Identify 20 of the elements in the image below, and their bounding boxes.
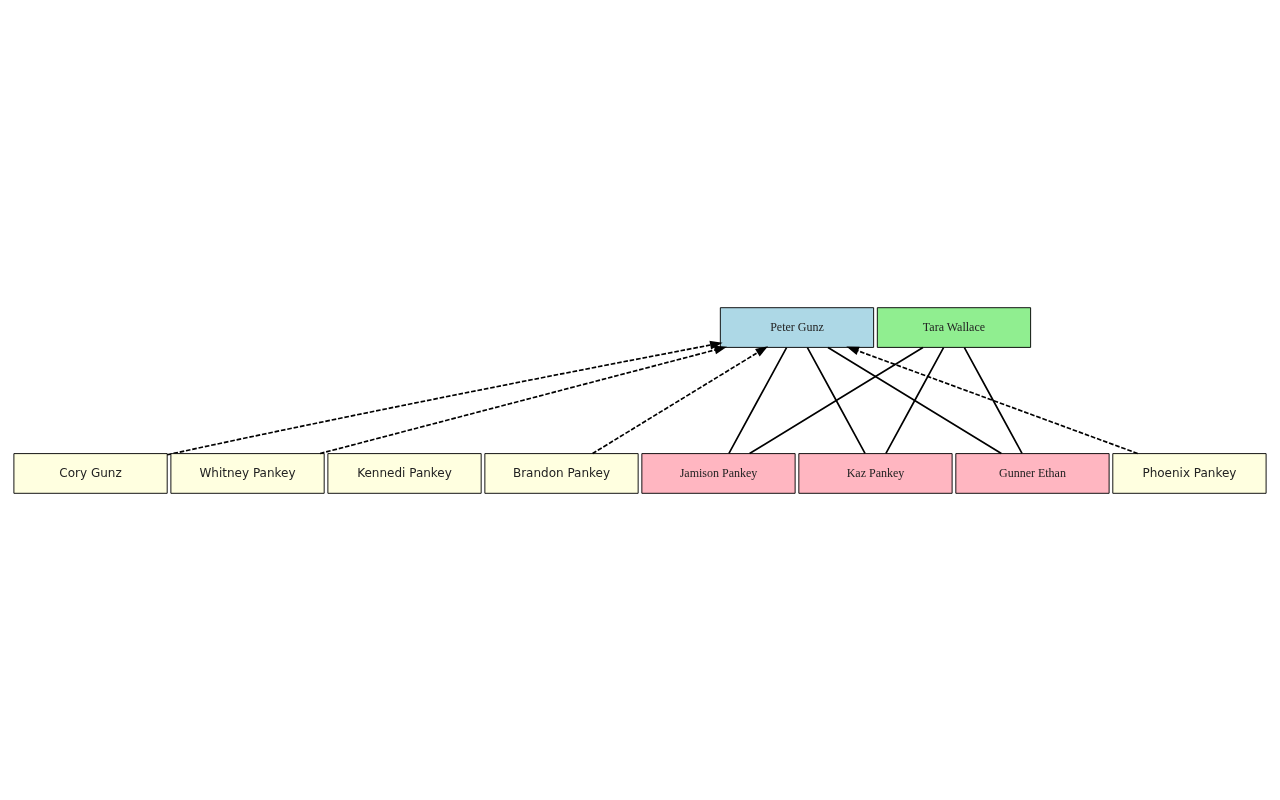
connector bbox=[885, 346, 945, 454]
node-box: Whitney Pankey bbox=[170, 452, 325, 494]
connector bbox=[748, 346, 924, 454]
node-box: Kaz Pankey bbox=[798, 452, 953, 494]
node-box: Cory Gunz bbox=[13, 452, 168, 494]
connector bbox=[806, 346, 866, 454]
connector bbox=[728, 346, 788, 454]
node-box: Phoenix Pankey bbox=[1112, 452, 1267, 494]
arrow bbox=[846, 346, 1139, 454]
arrow bbox=[166, 340, 723, 456]
node-box: Tara Wallace bbox=[876, 306, 1032, 348]
node-box: Peter Gunz bbox=[719, 306, 875, 348]
node-box: Jamison Pankey bbox=[641, 452, 796, 494]
connector bbox=[963, 346, 1023, 454]
arrow bbox=[319, 345, 728, 454]
connector bbox=[827, 346, 1003, 454]
node-box: Brandon Pankey bbox=[484, 452, 639, 494]
node-box: Kennedi Pankey bbox=[327, 452, 482, 494]
arrow bbox=[591, 345, 769, 454]
node-box: Gunner Ethan bbox=[955, 452, 1110, 494]
